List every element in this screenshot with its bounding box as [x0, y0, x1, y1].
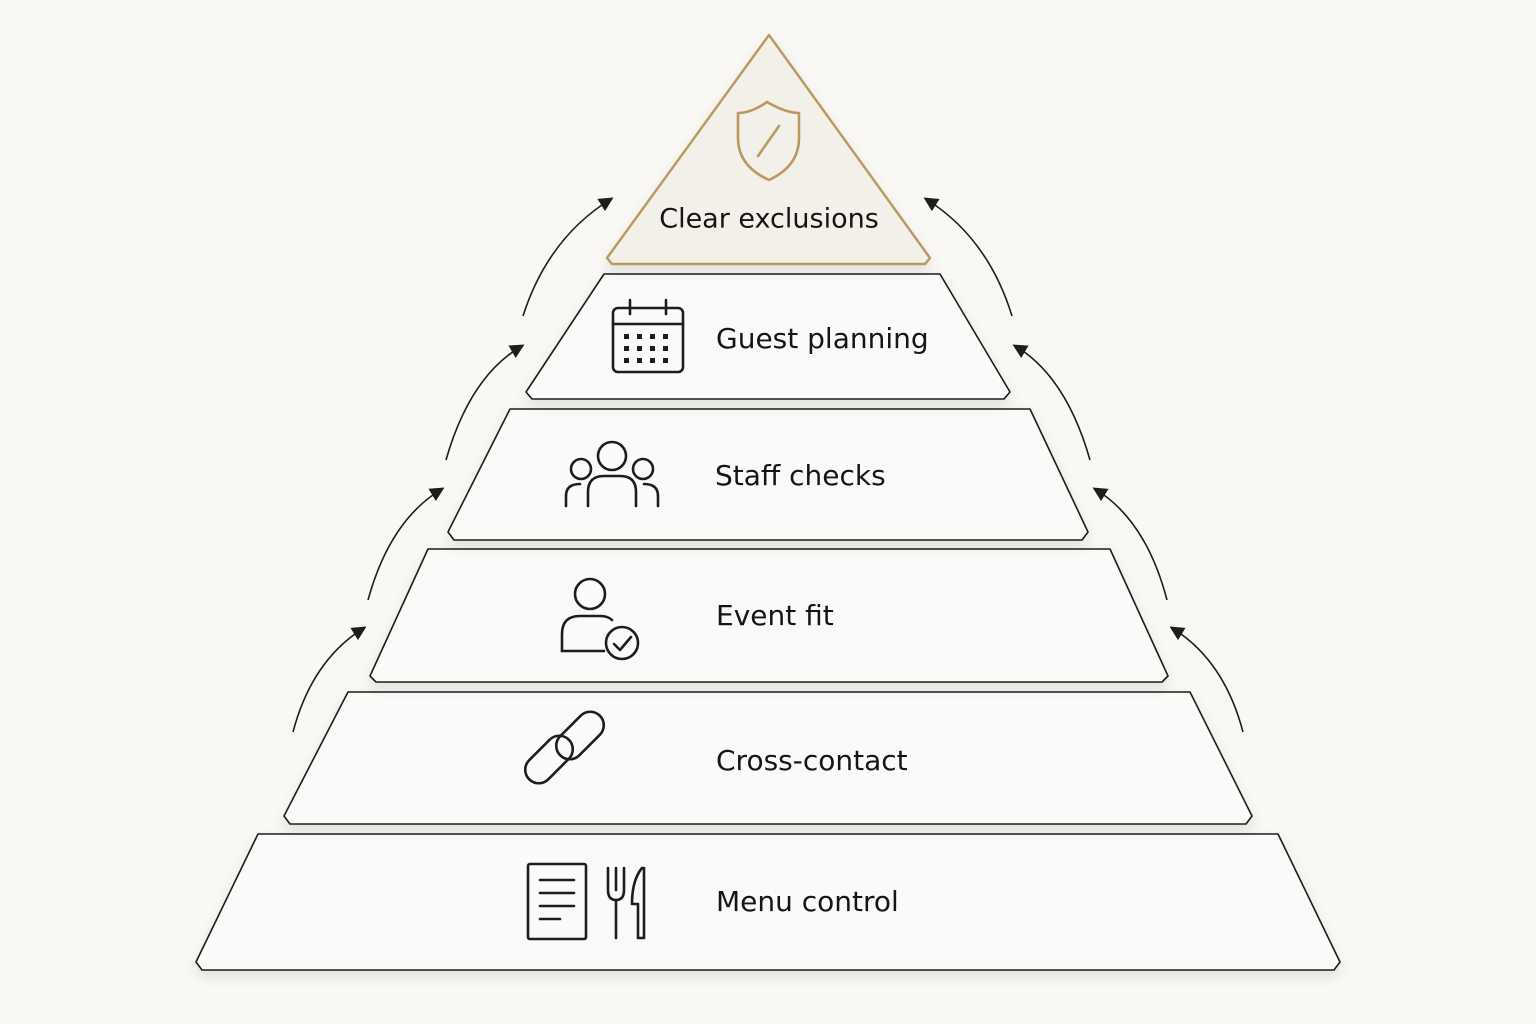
arrow-up-right [923, 197, 1013, 317]
user-check-icon [560, 577, 640, 661]
tier-label: Staff checks [715, 459, 886, 492]
apex-clear-exclusions: Clear exclusions [605, 33, 932, 266]
flow-arrows-left [292, 197, 614, 733]
tier-cross-contact: Cross-contact [283, 691, 1253, 825]
arrow-up-right [1012, 344, 1091, 461]
tier-menu-control: Menu control [195, 833, 1341, 971]
calendar-icon [611, 298, 685, 374]
tier-label: Event fit [716, 599, 834, 632]
arrow-up-right [1092, 487, 1168, 601]
tier-staff-checks: Staff checks [447, 408, 1089, 541]
flow-arrows-right [923, 197, 1244, 733]
tier-label: Menu control [716, 885, 899, 918]
apex-label: Clear exclusions [659, 204, 879, 235]
link-icon [523, 710, 606, 785]
arrow-up-left [522, 197, 614, 317]
team-icon [564, 440, 660, 508]
shield-icon [736, 100, 801, 182]
arrow-up-left [445, 344, 525, 461]
tier-label: Guest planning [716, 322, 929, 355]
arrow-up-left [292, 626, 367, 733]
arrow-up-right [1169, 626, 1244, 733]
tier-guest-planning: Guest planning [525, 273, 1011, 400]
arrow-up-left [367, 487, 445, 601]
tier-label: Cross-contact [716, 744, 908, 777]
menu-cutlery-icon [526, 862, 646, 941]
tier-event-fit: Event fit [369, 548, 1169, 683]
